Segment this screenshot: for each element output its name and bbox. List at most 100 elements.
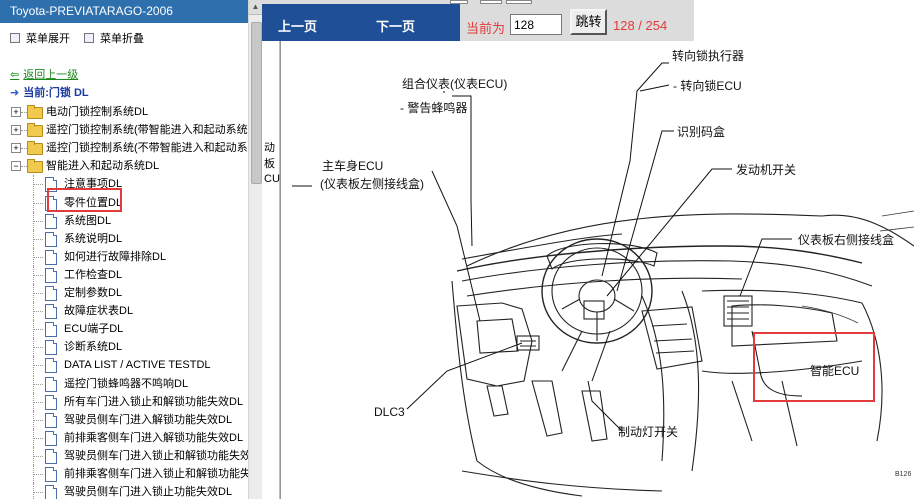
tree-doc-item[interactable]: 前排乘客侧车门进入解锁功能失效DL: [0, 428, 248, 447]
tree-folder-item[interactable]: + 遥控门锁控制系统(带智能进入和起动系统)DL: [0, 121, 248, 139]
tree-folder-item[interactable]: − 智能进入和起动系统DL: [0, 157, 248, 175]
tree-doc-item[interactable]: 工作检查DL: [0, 265, 248, 284]
callout-id-code-box: 识别码盒: [677, 125, 726, 139]
expand-menu-button[interactable]: 菜单展开: [10, 30, 70, 46]
document-icon: [45, 467, 57, 482]
next-page-button[interactable]: 下一页: [376, 19, 416, 34]
callout-combo-meter: 组合仪表(仪表ECU): [402, 77, 508, 91]
document-icon: [45, 231, 57, 247]
callout-buzzer: - 警告蜂鸣器: [400, 101, 468, 115]
tree-doc-item[interactable]: ECU端子DL: [0, 320, 248, 339]
document-icon: [45, 485, 57, 499]
go-button[interactable]: 跳转: [570, 9, 607, 35]
back-link-label: 返回上一级: [23, 69, 79, 81]
expand-menu-label: 菜单展开: [26, 33, 70, 45]
edge-text-2: CU: [264, 173, 280, 185]
expand-node-icon[interactable]: +: [11, 107, 21, 117]
parts-location-diagram: [279, 41, 914, 499]
tree-doc-item[interactable]: DATA LIST / ACTIVE TESTDL: [0, 356, 248, 375]
tree-item-label: DATA LIST / ACTIVE TESTDL: [64, 359, 211, 372]
current-location-label: 当前:门锁 DL: [23, 87, 89, 99]
toolbar-top-strip: [262, 0, 694, 4]
document-icon: [45, 448, 57, 464]
callout-main-body-ecu: 主车身ECU: [322, 159, 384, 173]
tree-item-label: 遥控门锁蜂鸣器不鸣响DL: [64, 377, 189, 390]
tree-item-label: 系统说明DL: [64, 232, 123, 245]
callout-main-body-ecu-sub: (仪表板左侧接线盒): [320, 177, 424, 191]
tree-doc-item[interactable]: 驾驶员侧车门进入锁止和解锁功能失效DL: [0, 446, 248, 465]
page-number-input[interactable]: [510, 14, 562, 35]
tree-item-label: 驾驶员侧车门进入锁止功能失效DL: [64, 486, 233, 499]
tree-item-label: 驾驶员侧车门进入解锁功能失效DL: [64, 413, 233, 426]
tree-doc-item[interactable]: 如何进行故障排除DL: [0, 247, 248, 266]
callout-dlc3: DLC3: [374, 405, 405, 419]
tree-item-label: 前排乘客侧车门进入解锁功能失效DL: [64, 431, 244, 444]
tree-doc-item[interactable]: 定制参数DL: [0, 284, 248, 302]
toolbar-nav-bar: [262, 4, 460, 41]
document-icon: [45, 286, 57, 301]
current-location: ➜当前:门锁 DL: [10, 84, 89, 100]
document-icon: [45, 430, 57, 446]
document-view: 动板 CU: [262, 41, 914, 499]
callout-steering-lock-ecu: - 转向锁ECU: [673, 79, 742, 93]
folder-icon: [27, 159, 43, 174]
tree-folder-item[interactable]: + 电动门锁控制系统DL: [0, 103, 248, 121]
tree-doc-item[interactable]: 故障症状表DL: [0, 302, 248, 321]
folder-icon: [27, 123, 43, 138]
tree-item-label: 工作检查DL: [64, 268, 123, 281]
tree-item-label: 注意事项DL: [64, 178, 123, 191]
tree-doc-item[interactable]: 前排乘客侧车门进入锁止和解锁功能失效DL: [0, 465, 248, 483]
tree-item-label: 遥控门锁控制系统(带智能进入和起动系统)DL: [46, 124, 248, 137]
tree-item-label: 驾驶员侧车门进入锁止和解锁功能失效DL: [64, 449, 248, 462]
document-icon: [45, 394, 57, 410]
document-icon: [45, 304, 57, 320]
document-icon: [45, 249, 57, 265]
tree-item-label: 如何进行故障排除DL: [64, 250, 167, 263]
tree-item-label: 零件位置DL: [64, 196, 123, 209]
back-link[interactable]: ⇦返回上一级: [10, 66, 78, 82]
folder-icon: [27, 141, 43, 156]
document-icon: [45, 376, 57, 392]
scroll-up-icon[interactable]: ▲: [249, 0, 262, 15]
tree-doc-item[interactable]: 系统说明DL: [0, 229, 248, 248]
panel-title: Toyota-PREVIATARAGO-2006: [0, 0, 248, 23]
tree-folder-item[interactable]: + 遥控门锁控制系统(不带智能进入和起动系统)DL: [0, 139, 248, 157]
page-count: 128 / 254: [613, 18, 668, 33]
tree-doc-item[interactable]: 系统图DL: [0, 211, 248, 230]
callout-smart-ecu: 智能ECU: [810, 364, 860, 378]
left-navigation-panel: Toyota-PREVIATARAGO-2006 菜单展开 菜单折叠 ⇦返回上一…: [0, 0, 262, 499]
selection-highlight: [47, 188, 122, 212]
tree-item-label: 电动门锁控制系统DL: [46, 106, 149, 118]
tree-item-label: 智能进入和起动系统DL: [46, 160, 160, 173]
tree-doc-item[interactable]: 零件位置DL: [0, 193, 248, 212]
tree-item-label: 故障症状表DL: [64, 305, 134, 318]
tree-item-label: 遥控门锁控制系统(不带智能进入和起动系统)DL: [46, 142, 248, 155]
tree-doc-item[interactable]: 所有车门进入锁止和解锁功能失效DL: [0, 392, 248, 411]
page-label: 当前为: [466, 21, 506, 36]
tree-doc-item[interactable]: 遥控门锁蜂鸣器不鸣响DL: [0, 374, 248, 393]
tree-item-label: 定制参数DL: [64, 287, 123, 299]
callout-right-junction-box: 仪表板右侧接线盒: [798, 233, 895, 247]
collapse-node-icon[interactable]: −: [11, 161, 21, 172]
edge-text-1: 动板: [264, 142, 275, 170]
tree-item-label: 诊断系统DL: [64, 341, 123, 354]
scrollbar-thumb[interactable]: [251, 22, 262, 184]
callout-engine-switch: 发动机开关: [736, 163, 797, 177]
expand-icon: [10, 33, 20, 43]
expand-node-icon[interactable]: +: [11, 125, 21, 136]
figure-code: B126: [895, 471, 912, 478]
tree-item-label: 系统图DL: [64, 214, 112, 227]
document-icon: [45, 322, 57, 338]
prev-page-button[interactable]: 上一页: [278, 19, 318, 34]
callout-steering-lock-actuator: 转向锁执行器: [672, 49, 745, 63]
tree-item-label: 所有车门进入锁止和解锁功能失效DL: [64, 395, 244, 408]
tree-doc-item[interactable]: 诊断系统DL: [0, 338, 248, 357]
collapse-menu-button[interactable]: 菜单折叠: [84, 30, 144, 46]
left-scrollbar[interactable]: ▲: [248, 0, 262, 499]
callout-stop-lamp-switch: 制动灯开关: [618, 425, 679, 439]
expand-node-icon[interactable]: +: [11, 143, 21, 154]
tree-item-label: ECU端子DL: [64, 323, 124, 336]
tree-doc-item[interactable]: 驾驶员侧车门进入解锁功能失效DL: [0, 410, 248, 429]
tree-doc-item[interactable]: 驾驶员侧车门进入锁止功能失效DL: [0, 483, 248, 499]
tree-doc-item[interactable]: 注意事项DL: [0, 175, 248, 194]
